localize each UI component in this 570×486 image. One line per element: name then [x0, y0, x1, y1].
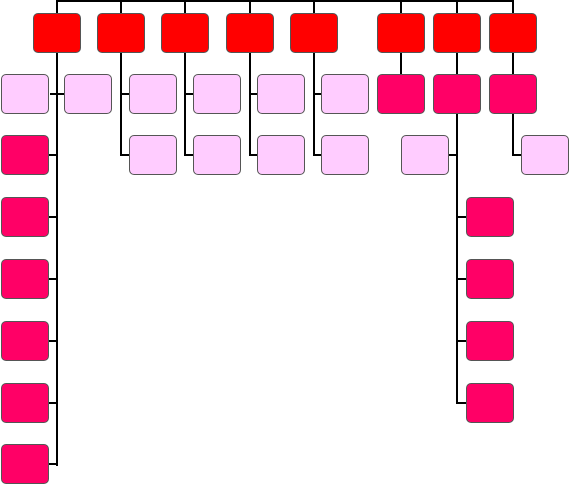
node-d1 [257, 74, 305, 114]
node-g3 [466, 197, 514, 237]
node-t1 [33, 13, 81, 53]
node-e1 [321, 74, 369, 114]
node-a6 [1, 321, 49, 361]
node-b2 [129, 135, 177, 175]
node-t5 [290, 13, 338, 53]
node-e2 [321, 135, 369, 175]
node-b1 [129, 74, 177, 114]
node-t8 [489, 13, 537, 53]
node-c1 [193, 74, 241, 114]
node-h2 [521, 135, 569, 175]
node-c2 [193, 135, 241, 175]
node-g5 [466, 321, 514, 361]
node-a1 [1, 74, 49, 114]
node-a3 [1, 135, 49, 175]
node-t3 [161, 13, 209, 53]
node-f1 [377, 74, 425, 114]
node-g1 [433, 74, 481, 114]
node-g6 [466, 383, 514, 423]
node-a4 [1, 197, 49, 237]
node-a8 [1, 444, 49, 484]
node-g2 [401, 135, 449, 175]
node-t6 [377, 13, 425, 53]
node-a5 [1, 259, 49, 299]
node-t7 [433, 13, 481, 53]
node-t2 [97, 13, 145, 53]
node-t4 [226, 13, 274, 53]
node-h1 [489, 74, 537, 114]
node-a2 [64, 74, 112, 114]
node-g4 [466, 259, 514, 299]
node-a7 [1, 383, 49, 423]
node-d2 [257, 135, 305, 175]
